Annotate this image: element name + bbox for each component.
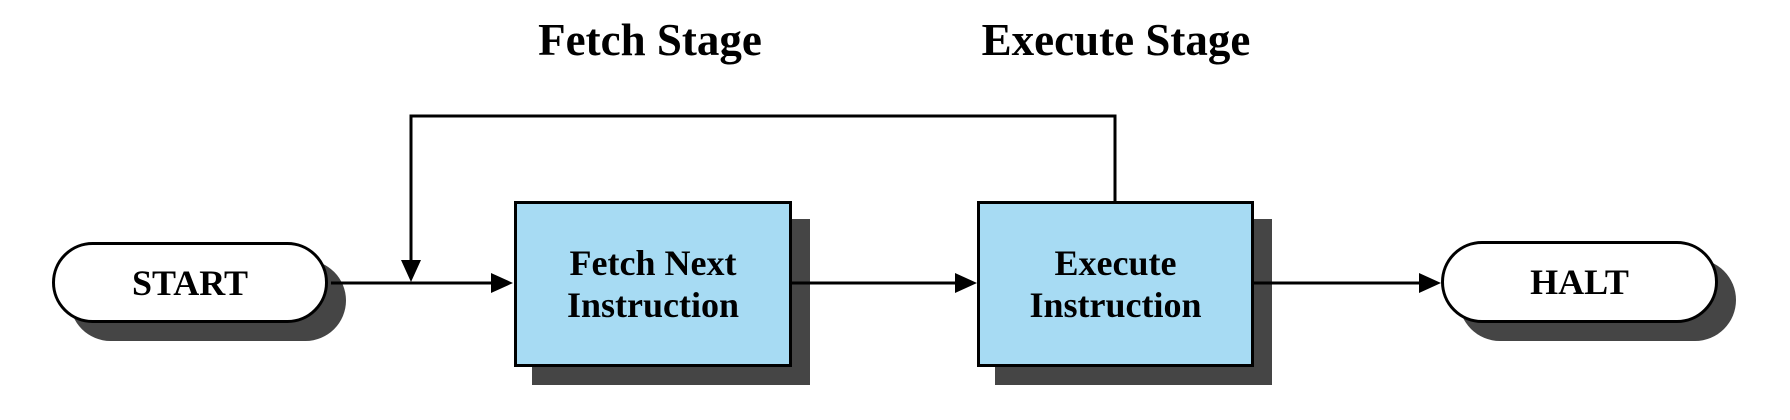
stage-label-execute: Execute Stage <box>981 15 1251 65</box>
node-halt: HALT <box>1441 241 1718 323</box>
arrowhead-start-to-fetch <box>491 273 513 293</box>
node-start-label: START <box>131 262 249 303</box>
node-start: START <box>52 242 328 323</box>
arrowhead-feedback-loop <box>401 260 421 282</box>
node-execute-label: Execute Instruction <box>1029 243 1202 325</box>
stage-label-fetch: Fetch Stage <box>538 15 762 65</box>
node-halt-label: HALT <box>1530 262 1629 302</box>
node-fetch-next-instruction: Fetch Next Instruction <box>514 201 792 367</box>
node-fetch-label: Fetch Next Instruction <box>566 243 740 325</box>
node-execute-instruction: Execute Instruction <box>977 201 1254 367</box>
arrowhead-fetch-to-execute <box>955 273 977 293</box>
arrowhead-execute-to-halt <box>1419 273 1441 293</box>
